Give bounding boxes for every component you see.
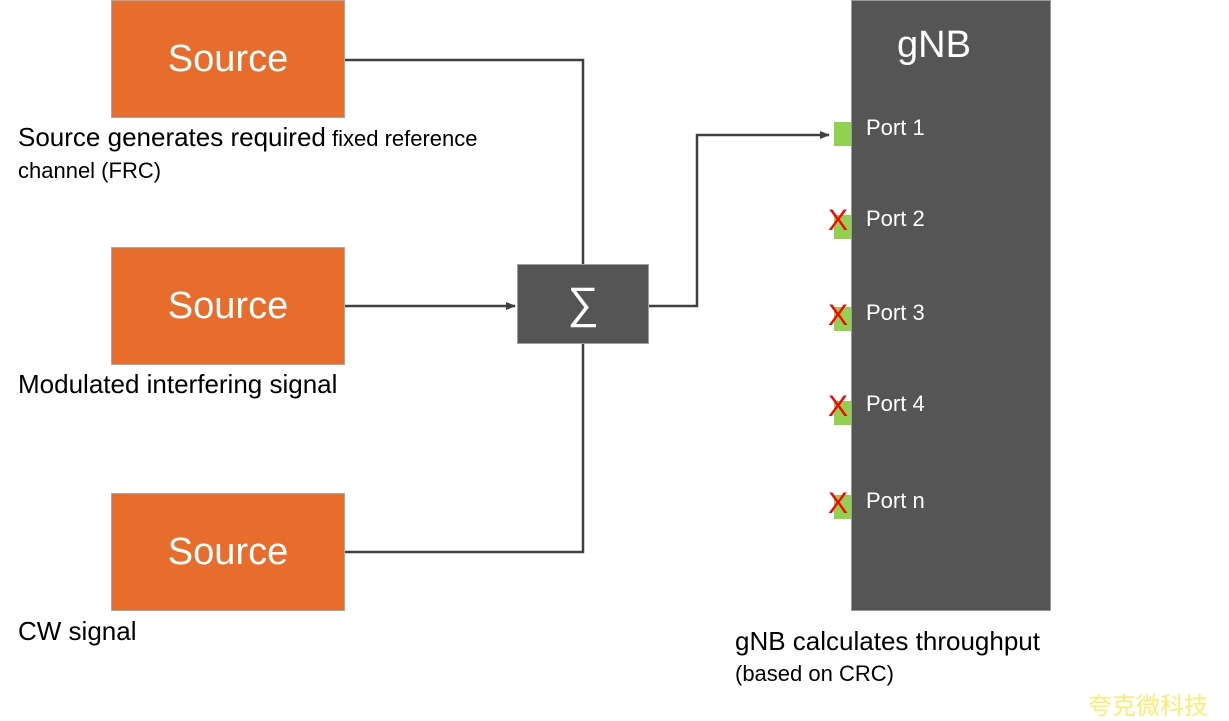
combiner-block: ∑ bbox=[517, 264, 649, 344]
disabled-x-icon: X bbox=[828, 487, 849, 520]
gnb-title: gNB bbox=[897, 24, 971, 66]
source-frc-caption-line2: channel (FRC) bbox=[18, 158, 162, 183]
port-n-connector bbox=[834, 495, 851, 519]
gnb-block bbox=[851, 0, 1051, 611]
caption-text: Source generates required bbox=[18, 122, 326, 152]
wire-source3 bbox=[345, 344, 585, 554]
port-1-connector bbox=[834, 122, 851, 146]
caption-text-small: fixed reference bbox=[325, 126, 478, 151]
source-cw-caption: CW signal bbox=[18, 616, 137, 646]
port-n-label: Port n bbox=[866, 488, 925, 513]
port-2-connector bbox=[834, 215, 851, 239]
wire-to-gnb bbox=[649, 131, 830, 308]
gnb-caption-line2: (based on CRC) bbox=[735, 661, 894, 686]
source-block-cw: Source bbox=[111, 493, 345, 611]
source-block-interferer: Source bbox=[111, 247, 345, 365]
disabled-x-icon: X bbox=[828, 390, 849, 423]
sigma-icon: ∑ bbox=[567, 279, 599, 328]
gnb-caption: gNB calculates throughput bbox=[735, 626, 1040, 656]
disabled-x-icon: X bbox=[828, 299, 849, 332]
disabled-x-icon: X bbox=[828, 204, 849, 237]
source-label: Source bbox=[167, 37, 289, 80]
port-3-connector bbox=[834, 307, 851, 331]
source-frc-caption: Source generates required fixed referenc… bbox=[18, 122, 478, 154]
source-label: Source bbox=[167, 284, 289, 327]
port-2-label: Port 2 bbox=[866, 206, 925, 231]
wire-source1 bbox=[345, 58, 585, 264]
watermark: 夸克微科技 bbox=[1088, 692, 1208, 720]
source-label: Source bbox=[167, 530, 289, 573]
port-4-connector bbox=[834, 401, 851, 425]
port-4-label: Port 4 bbox=[866, 391, 925, 416]
source-block-frc: Source bbox=[111, 0, 345, 118]
source-interferer-caption: Modulated interfering signal bbox=[18, 369, 338, 399]
port-3-label: Port 3 bbox=[866, 300, 925, 325]
port-1-label: Port 1 bbox=[866, 115, 925, 140]
